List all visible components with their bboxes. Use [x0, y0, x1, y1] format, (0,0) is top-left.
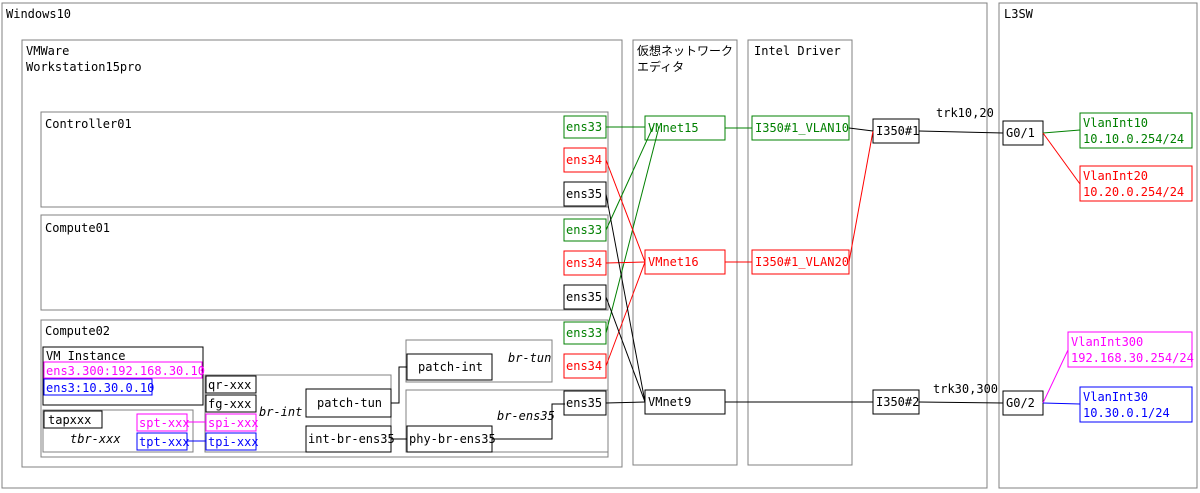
tapxxx-label: tapxxx [48, 413, 91, 427]
svg-text:ens34: ens34 [566, 359, 602, 373]
vlanint30-box [1079, 386, 1193, 423]
fg-label: fg-xxx [208, 397, 251, 411]
vm-ens3-box [43, 378, 153, 396]
vm-instance-label: VM Instance [46, 349, 125, 363]
compute01-nics: ens33 ens34 ens35 [563, 218, 607, 310]
i350-vlan20-label: I350#1_VLAN20 [755, 255, 849, 269]
vlan300-link [1042, 349, 1069, 404]
vmnet15-label: VMnet15 [648, 121, 699, 135]
vm-ens3-300-box [43, 361, 203, 379]
windows10-label: Windows10 [6, 7, 71, 21]
l3sw-box [998, 2, 1198, 489]
mgmt-links [605, 127, 1004, 404]
vlan20-links [605, 130, 1081, 367]
i350-vlan10-label: I350#1_VLAN10 [755, 121, 849, 135]
tapxxx-box [43, 410, 103, 429]
phy-br-ens35-label: phy-br-ens35 [409, 432, 496, 446]
trk30300-label: trk30,300 [933, 382, 998, 396]
vlanint30-ip: 10.30.0.1/24 [1083, 406, 1170, 420]
vm-ens3-label: ens3:10.30.0.10 [46, 381, 154, 395]
vmware-label-1: VMWare [26, 44, 69, 58]
vlan10-links [605, 126, 1081, 334]
vlanint300-name: VlanInt300 [1071, 335, 1143, 349]
br-tun-box [405, 339, 553, 383]
fg-box [205, 394, 257, 413]
intel-driver-label: Intel Driver [754, 44, 841, 58]
tpt-label: tpt-xxx [139, 435, 190, 449]
vm-instance-box [42, 346, 204, 406]
svg-text:ens34: ens34 [566, 256, 602, 270]
tpi-label: tpi-xxx [208, 435, 259, 449]
compute02-nics: ens33 ens34 ens35 [563, 321, 607, 416]
vlanint20-ip: 10.20.0.254/24 [1083, 185, 1184, 199]
i350-2-label: I350#2 [876, 395, 919, 409]
spt-label: spt-xxx [139, 416, 190, 430]
controller01-box [40, 111, 609, 208]
i350-1-label: I350#1 [876, 124, 919, 138]
patch-tun-label: patch-tun [317, 396, 382, 410]
br-int-label: br-int [259, 405, 302, 419]
compute01-box [40, 214, 609, 311]
svg-text:ens35: ens35 [566, 290, 602, 304]
br-ens35-label: br-ens35 [497, 409, 555, 423]
vlanint10-name: VlanInt10 [1083, 116, 1148, 130]
vlanint300-box [1067, 331, 1193, 368]
spi-label: spi-xxx [208, 416, 259, 430]
vlanint300-ip: 192.168.30.254/24 [1071, 351, 1194, 365]
vlanint20-name: VlanInt20 [1083, 169, 1148, 183]
compute02-label: Compute02 [45, 324, 110, 338]
compute01-label: Compute01 [45, 221, 110, 235]
patch-int-label: patch-int [418, 360, 483, 374]
vmnet16-label: VMnet16 [648, 255, 699, 269]
svg-text:ens35: ens35 [566, 187, 602, 201]
svg-text:ens33: ens33 [566, 223, 602, 237]
vm-ens3-300-label: ens3.300:192.168.30.10 [46, 364, 205, 378]
tbr-label: tbr-xxx [70, 432, 121, 446]
vmware-box [21, 39, 623, 468]
vlan30-link [1042, 402, 1081, 405]
qr-label: qr-xxx [208, 378, 251, 392]
svg-text:ens35: ens35 [566, 396, 602, 410]
vlanint30-name: VlanInt30 [1083, 390, 1148, 404]
qr-box [205, 375, 257, 394]
br-ens35-box [405, 389, 609, 453]
compute02-box [40, 319, 609, 458]
vne-box [632, 39, 738, 466]
g01-label: G0/1 [1006, 126, 1035, 140]
svg-text:ens34: ens34 [566, 153, 602, 167]
g02-label: G0/2 [1006, 396, 1035, 410]
windows10-box [1, 2, 988, 489]
vmnet9-label: VMnet9 [648, 395, 691, 409]
br-tun-label: br-tun [508, 351, 551, 365]
link-phy-br-ens35 [492, 403, 565, 440]
vne-label-2: エディタ [637, 59, 684, 74]
l3sw-label: L3SW [1004, 7, 1034, 21]
trk1020-label: trk10,20 [936, 106, 994, 120]
int-br-ens35-label: int-br-ens35 [308, 432, 395, 446]
svg-text:ens33: ens33 [566, 326, 602, 340]
vne-label-1: 仮想ネットワーク [637, 43, 733, 58]
controller01-label: Controller01 [45, 117, 132, 131]
vlanint10-ip: 10.10.0.254/24 [1083, 132, 1184, 146]
link-patch-tun-patch-int [391, 366, 407, 404]
svg-text:ens33: ens33 [566, 120, 602, 134]
tbr-box [42, 409, 194, 453]
vmware-label-2: Workstation15pro [26, 60, 142, 74]
intel-driver-box [747, 39, 853, 466]
controller-nics: ens33 ens34 ens35 [563, 115, 607, 207]
